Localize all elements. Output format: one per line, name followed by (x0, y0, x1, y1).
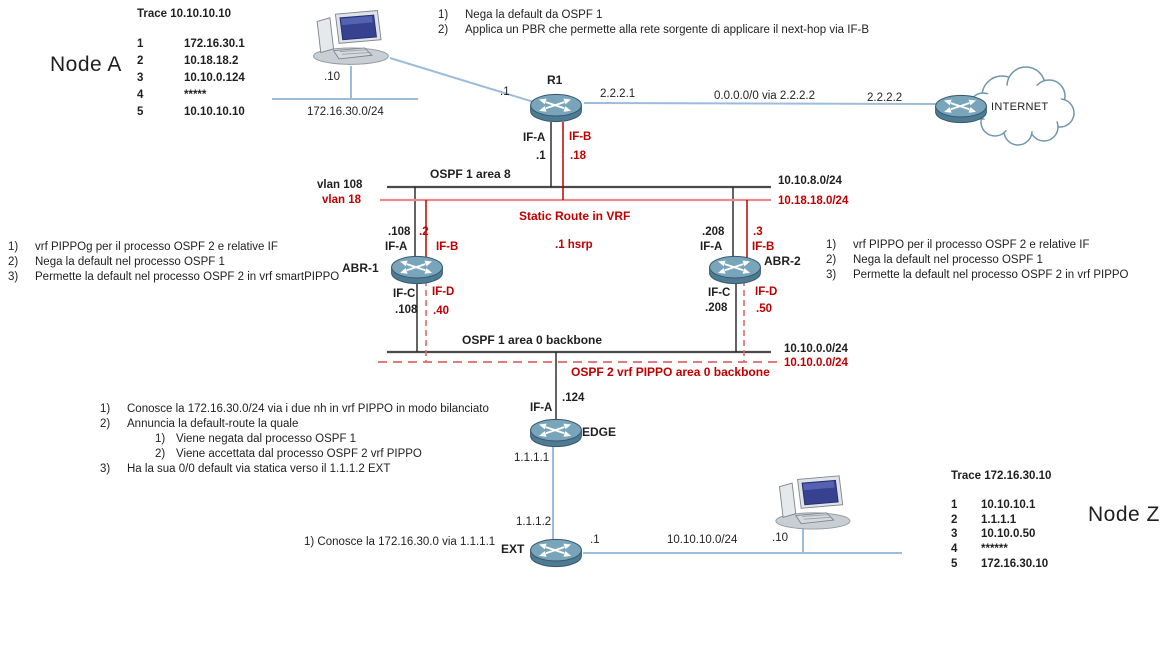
abr1-notes: 1)vrf PIPPOg per il processo OSPF 2 e re… (8, 240, 339, 285)
edge-notes: 1)Conosce la 172.16.30.0/24 via i due nh… (100, 402, 489, 477)
trace-row: 4****** (951, 543, 1008, 556)
internet-router-icon (934, 94, 988, 124)
static-route-vrf-label: Static Route in VRF (519, 209, 631, 223)
abr1-if-c-label: IF-C (393, 288, 416, 300)
note-row: 2)Annuncia la default-route la quale (100, 418, 299, 430)
abr1-if-c-ip: .108 (395, 304, 418, 316)
node-a-host-ip: .10 (324, 71, 340, 83)
node-a-lan-label: 172.16.30.0/24 (307, 106, 384, 118)
abr1-if-b-ip: .2 (419, 226, 429, 238)
ext-label: EXT (501, 542, 525, 556)
abr2-label: ABR-2 (764, 254, 801, 268)
edge-if-a-label: IF-A (530, 402, 553, 414)
vlan18-label: vlan 18 (322, 194, 361, 206)
r1-wan-ip: 2.2.2.1 (600, 88, 636, 100)
backbone-net-red: 10.10.0.0/24 (784, 357, 848, 369)
edge-if-a-ip: .124 (562, 392, 585, 404)
r1-notes: 1)Nega la default da OSPF 1 2)Applica un… (438, 8, 869, 38)
blue-links (272, 57, 941, 554)
edge-router-icon (529, 418, 583, 448)
ext-router-icon (529, 538, 583, 568)
internet-cloud (969, 66, 1075, 146)
abr2-if-c-label: IF-C (708, 287, 731, 299)
internet-label: INTERNET (991, 101, 1049, 113)
note-row: 2)Viene accettata dal processo OSPF 2 vr… (155, 448, 422, 460)
abr2-if-b-ip: .3 (753, 226, 763, 238)
note-row: 3)Permette la default nel processo OSPF … (826, 269, 1129, 281)
node-a-computer-icon (313, 10, 389, 65)
note-row: 3)Ha la sua 0/0 default via statica vers… (100, 463, 391, 475)
abr1-label: ABR-1 (342, 261, 379, 275)
backbone-net-black: 10.10.0.0/24 (784, 343, 848, 355)
ext-note: 1) Conosce la 172.16.30.0 via 1.1.1.1 (304, 536, 496, 548)
abr1-if-d-label: IF-D (432, 286, 455, 298)
r1-uplink-ip: .1 (500, 86, 510, 98)
ospf1-area8-label: OSPF 1 area 8 (430, 167, 511, 181)
ext-lan-label: 10.10.10.0/24 (667, 534, 738, 546)
abr2-router-icon (708, 255, 762, 285)
r1-label: R1 (547, 73, 563, 87)
net-10-10-8-label: 10.10.8.0/24 (778, 175, 842, 187)
isp-ip-label: 2.2.2.2 (867, 92, 903, 104)
node-z-computer-icon (775, 475, 851, 530)
abr1-if-d-ip: .40 (433, 305, 449, 317)
default-route-label: 0.0.0.0/0 via 2.2.2.2 (714, 90, 816, 102)
edge-label: EDGE (582, 425, 617, 439)
trace-row: 4***** (137, 89, 207, 101)
abr1-router-icon (390, 255, 444, 285)
edge-link-ip: 1.1.1.1 (514, 452, 550, 464)
node-a-label: Node A (50, 53, 122, 76)
abr2-if-a-ip: .208 (702, 226, 725, 238)
note-row: 2)Applica un PBR che permette alla rete … (438, 24, 869, 36)
note-row: 3)Permette la default nel processo OSPF … (8, 271, 340, 283)
abr2-if-d-label: IF-D (755, 286, 778, 298)
note-row: 1)Viene negata dal processo OSPF 1 (155, 433, 357, 445)
abr2-if-c-ip: .208 (705, 302, 728, 314)
r1-internet-link (583, 102, 941, 105)
abr1-if-a-label: IF-A (385, 241, 408, 253)
note-row: 1)Nega la default da OSPF 1 (438, 9, 603, 21)
abr2-if-b-label: IF-B (752, 241, 775, 253)
r1-if-a-label: IF-A (523, 132, 546, 144)
r1-router-icon (529, 93, 583, 123)
hsrp-label: .1 hsrp (555, 239, 593, 251)
r1-if-b-label: IF-B (569, 131, 592, 143)
net-10-18-18-label: 10.18.18.0/24 (778, 195, 849, 207)
node-z-trace-title: Trace 172.16.30.10 (951, 470, 1052, 482)
ospf1-backbone-label: OSPF 1 area 0 backbone (462, 333, 603, 347)
node-z-host-ip: .10 (772, 532, 788, 544)
ext-lan-ip: .1 (590, 534, 600, 546)
note-row: 1)vrf PIPPOg per il processo OSPF 2 e re… (8, 241, 278, 253)
ext-link-ip: 1.1.1.2 (516, 516, 552, 528)
ospf2-backbone-label: OSPF 2 vrf PIPPO area 0 backbone (571, 365, 770, 379)
abr1-if-b-label: IF-B (436, 241, 459, 253)
note-row: 1)Conosce la 172.16.30.0/24 via i due nh… (100, 403, 489, 415)
node-a-trace-title: Trace 10.10.10.10 (137, 8, 231, 20)
note-row: 2)Nega la default nel processo OSPF 1 (826, 254, 1043, 266)
node-z-label: Node Z (1088, 503, 1160, 526)
r1-if-a-ip: .1 (536, 150, 546, 162)
note-row: 2)Nega la default nel processo OSPF 1 (8, 256, 225, 268)
vrf-red-lines (378, 122, 780, 363)
abr2-if-d-ip: .50 (756, 303, 772, 315)
node-a-r1-link (389, 57, 538, 104)
abr2-notes: 1)vrf PIPPO per il processo OSPF 2 e rel… (826, 238, 1128, 283)
r1-if-b-ip: .18 (570, 150, 586, 162)
abr2-if-a-label: IF-A (700, 241, 723, 253)
note-row: 1)vrf PIPPO per il processo OSPF 2 e rel… (826, 239, 1090, 251)
vlan108-label: vlan 108 (317, 179, 363, 191)
abr1-if-a-ip: .108 (388, 226, 411, 238)
